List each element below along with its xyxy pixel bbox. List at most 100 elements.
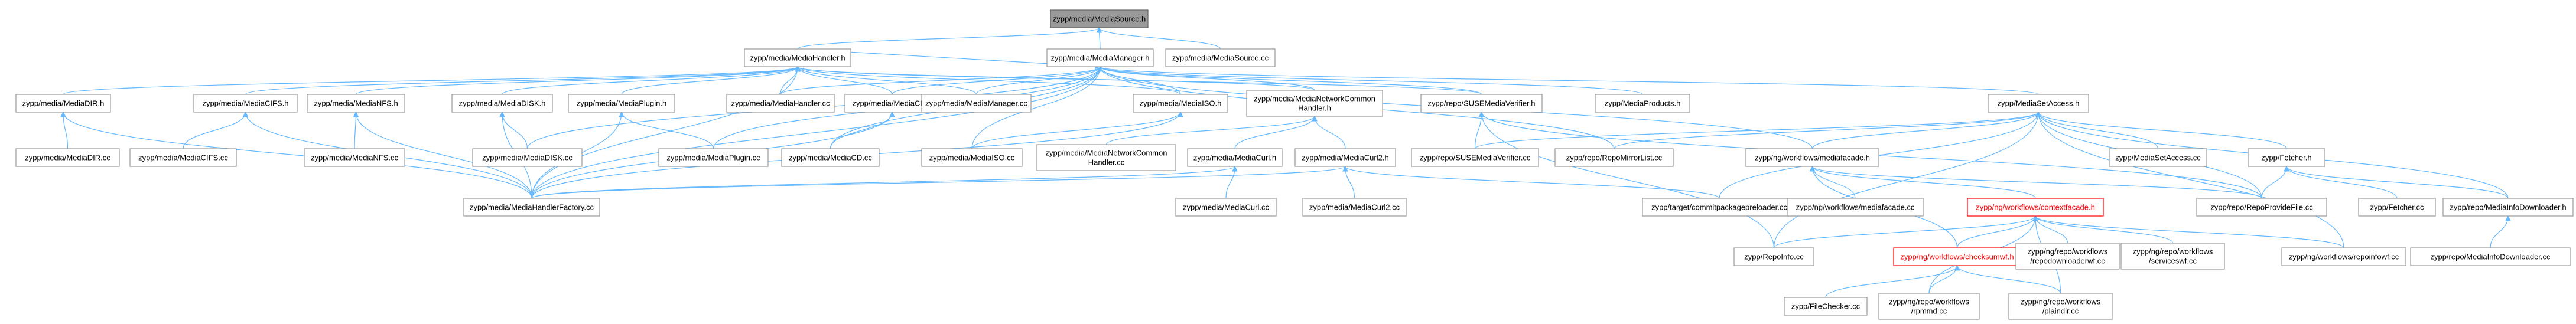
- node-box: [2109, 148, 2207, 167]
- node-mprodh[interactable]: zypp/MediaProducts.h: [1595, 94, 1690, 113]
- node-cfh[interactable]: zypp/ng/workflows/contextfacade.h: [1967, 198, 2104, 217]
- node-fccc[interactable]: zypp/FileChecker.cc: [1784, 297, 1868, 316]
- node-label: zypp/FileChecker.cc: [1791, 302, 1861, 311]
- node-mnfscc[interactable]: zypp/media/MediaNFS.cc: [304, 148, 405, 167]
- node-mcurlh[interactable]: zypp/media/MediaCurl.h: [1187, 148, 1283, 167]
- node-fetchcc[interactable]: zypp/Fetcher.cc: [2358, 198, 2436, 217]
- node-mdiskh[interactable]: zypp/media/MediaDISK.h: [451, 94, 553, 113]
- node-box: [1595, 94, 1690, 113]
- node-mmcc[interactable]: zypp/media/MediaManager.cc: [921, 94, 1032, 113]
- node-box: [2120, 243, 2225, 270]
- edge-msah-to-susecc: [1474, 112, 2041, 149]
- node-box: [2410, 247, 2571, 266]
- edge-fetchh-to-rpfcc: [2261, 166, 2289, 199]
- node-rdlcc[interactable]: zypp/ng/repo/workflows/repodownloaderwf.…: [2015, 243, 2120, 270]
- node-mcurl2cc[interactable]: zypp/media/MediaCurl2.cc: [1302, 198, 1407, 217]
- edge-mnfsh-to-mnfscc: [353, 112, 359, 149]
- node-cpkgcc[interactable]: zypp/target/commitpackagepreloader.cc: [1642, 198, 1797, 217]
- node-rmlcc[interactable]: zypp/repo/RepoMirrorList.cc: [1554, 148, 1674, 167]
- node-label: zypp/target/commitpackagepreloader.cc: [1651, 203, 1787, 212]
- node-misoh[interactable]: zypp/media/MediaISO.h: [1133, 94, 1228, 113]
- node-box: [1036, 144, 1176, 171]
- node-label: zypp/ng/workflows/checksumwf.h: [1900, 253, 2014, 261]
- node-mcifscc[interactable]: zypp/media/MediaCIFS.cc: [129, 148, 237, 167]
- edge-mh-to-mdirh: [63, 66, 801, 95]
- node-mcurlcc[interactable]: zypp/media/MediaCurl.cc: [1175, 198, 1277, 217]
- node-box: [1187, 148, 1283, 167]
- node-fetchh[interactable]: zypp/Fetcher.h: [2248, 148, 2325, 167]
- node-label: zypp/MediaSetAccess.h: [1998, 99, 2080, 108]
- node-rpfcc[interactable]: zypp/repo/RepoProvideFile.cc: [2196, 198, 2327, 217]
- node-mplugh[interactable]: zypp/media/MediaPlugin.h: [568, 94, 675, 113]
- node-mhcc[interactable]: zypp/media/MediaHandler.cc: [726, 94, 835, 113]
- node-mcifsh[interactable]: zypp/media/MediaCIFS.h: [193, 94, 298, 113]
- node-box: [781, 148, 880, 167]
- node-rpmmdcc[interactable]: zypp/ng/repo/workflows/rpmmd.cc: [1878, 293, 1980, 320]
- edge-mh-to-mdiskh: [502, 66, 801, 95]
- node-box: [463, 198, 600, 217]
- node-mdiskcc[interactable]: zypp/media/MediaDISK.cc: [472, 148, 583, 167]
- node-label: zypp/media/MediaNFS.cc: [311, 153, 399, 162]
- node-midcc[interactable]: zypp/repo/MediaInfoDownloader.cc: [2410, 247, 2571, 266]
- edge-msah-to-msacc: [2035, 112, 2159, 149]
- node-misocc[interactable]: zypp/media/MediaISO.cc: [921, 148, 1023, 167]
- node-label: Handler.cc: [1088, 158, 1125, 167]
- node-label: zypp/media/MediaSource.cc: [1172, 54, 1269, 63]
- edge-mcurl2h-to-mhfcc: [531, 166, 1348, 199]
- node-swfcc[interactable]: zypp/ng/repo/workflows/serviceswf.cc: [2120, 243, 2225, 270]
- node-box: [568, 94, 675, 113]
- node-label: zypp/ng/workflows/repoinfowf.cc: [2289, 253, 2399, 261]
- node-mfh[interactable]: zypp/ng/workflows/mediafacade.h: [1745, 148, 1879, 167]
- node-mcurl2h[interactable]: zypp/media/MediaCurl2.h: [1294, 148, 1396, 167]
- node-plaindircc[interactable]: zypp/ng/repo/workflows/plaindir.cc: [2008, 293, 2113, 320]
- node-label: zypp/media/MediaISO.cc: [929, 153, 1015, 162]
- edge-mnfsh-to-mhfcc: [353, 112, 532, 199]
- node-susecc[interactable]: zypp/repo/SUSEMediaVerifier.cc: [1411, 148, 1539, 167]
- node-mh[interactable]: zypp/media/MediaHandler.h: [744, 48, 851, 67]
- node-midh[interactable]: zypp/repo/MediaInfoDownloader.h: [2442, 198, 2574, 217]
- node-box: [1988, 94, 2089, 113]
- node-label: /repodownloaderwf.cc: [2030, 257, 2105, 266]
- node-label: zypp/repo/RepoProvideFile.cc: [2210, 203, 2313, 212]
- edge-cksumh-to-rpmmdcc: [1928, 265, 1960, 294]
- node-mdircc[interactable]: zypp/media/MediaDIR.cc: [15, 148, 120, 167]
- node-mhfcc[interactable]: zypp/media/MediaHandlerFactory.cc: [463, 198, 600, 217]
- node-box: [1733, 247, 1814, 266]
- node-label: zypp/repo/MediaInfoDownloader.h: [2450, 203, 2566, 212]
- edge-mm-to-mnch: [1097, 66, 1315, 91]
- node-msah[interactable]: zypp/MediaSetAccess.h: [1988, 94, 2089, 113]
- node-mdirh[interactable]: zypp/media/MediaDIR.h: [15, 94, 111, 113]
- node-root[interactable]: zypp/media/MediaSource.h: [1050, 9, 1149, 28]
- node-box: [1133, 94, 1228, 113]
- node-label: zypp/media/MediaNFS.h: [314, 99, 398, 108]
- node-mplugcc[interactable]: zypp/media/MediaPlugin.cc: [658, 148, 769, 167]
- edge-mm-to-suseh: [1097, 66, 1482, 95]
- edge-msah-to-repoinfocc: [1773, 112, 2041, 248]
- node-repoinfocc[interactable]: zypp/RepoInfo.cc: [1733, 247, 1814, 266]
- node-rinfowfcc[interactable]: zypp/ng/workflows/repoinfowf.cc: [2281, 247, 2406, 266]
- node-box: [472, 148, 583, 167]
- node-mnfsh[interactable]: zypp/media/MediaNFS.h: [307, 94, 405, 113]
- node-label: zypp/Fetcher.cc: [2370, 203, 2424, 212]
- edge-mcdh-to-mcdcc: [830, 112, 895, 149]
- node-box: [1554, 148, 1674, 167]
- edge-cfh-to-swfcc: [2032, 215, 2174, 244]
- node-mm[interactable]: zypp/media/MediaManager.h: [1046, 48, 1154, 67]
- node-suseh[interactable]: zypp/repo/SUSEMediaVerifier.h: [1420, 94, 1543, 113]
- edge-mfh-to-rpfcc: [1809, 166, 2262, 199]
- node-box: [1294, 148, 1396, 167]
- node-label: zypp/media/MediaDIR.cc: [25, 153, 110, 162]
- node-label: zypp/repo/MediaInfoDownloader.cc: [2430, 253, 2551, 261]
- node-mfcc[interactable]: zypp/ng/workflows/mediafacade.cc: [1787, 198, 1924, 217]
- node-cksumh[interactable]: zypp/ng/workflows/checksumwf.h: [1893, 247, 2021, 266]
- edge-mh-to-mplugh: [621, 66, 801, 95]
- node-msc[interactable]: zypp/media/MediaSource.cc: [1165, 48, 1276, 67]
- node-label: zypp/ng/repo/workflows: [2021, 297, 2101, 306]
- node-mcdcc[interactable]: zypp/media/MediaCD.cc: [781, 148, 880, 167]
- node-msacc[interactable]: zypp/MediaSetAccess.cc: [2109, 148, 2207, 167]
- edge-cksumh-to-fccc: [1825, 265, 1960, 298]
- edge-mdirh-to-mdircc: [60, 112, 69, 149]
